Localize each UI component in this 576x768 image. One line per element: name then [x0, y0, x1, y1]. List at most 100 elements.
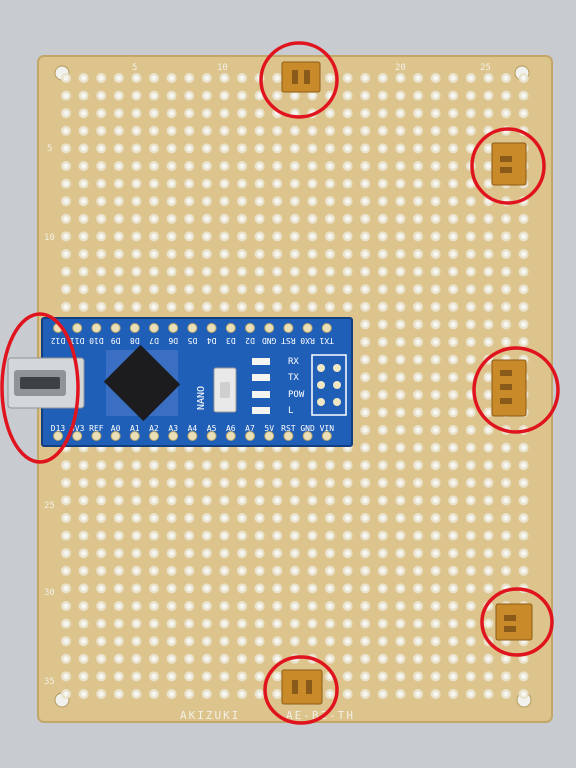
- perfboard-hole-center: [468, 269, 474, 275]
- perfboard-hole-center: [116, 550, 122, 556]
- perfboard-hole-center: [309, 286, 315, 292]
- perfboard-hole-center: [468, 286, 474, 292]
- perfboard-hole-center: [468, 585, 474, 592]
- perfboard-hole-center: [309, 638, 315, 644]
- perfboard-hole-center: [397, 269, 403, 275]
- perfboard-hole-center: [169, 198, 175, 204]
- perfboard-hole-center: [503, 462, 509, 468]
- perfboard-hole-center: [292, 269, 298, 275]
- perfboard-hole-center: [204, 75, 210, 81]
- perfboard-hole-center: [274, 198, 280, 204]
- perfboard-hole-center: [433, 233, 439, 239]
- perfboard-hole-center: [309, 533, 315, 539]
- bottom-pin-label: A3: [168, 424, 178, 433]
- perfboard-hole-center: [450, 480, 456, 486]
- perfboard-hole-center: [485, 233, 491, 239]
- perfboard-hole-center: [274, 656, 280, 662]
- perfboard-hole-center: [98, 603, 104, 609]
- perfboard-hole-center: [98, 128, 104, 134]
- perfboard-hole-center: [503, 550, 509, 556]
- perfboard-hole-center: [450, 497, 456, 503]
- led-l: [252, 407, 270, 414]
- perfboard-hole-center: [98, 462, 104, 468]
- perfboard-hole-center: [292, 93, 298, 99]
- perfboard-hole-center: [186, 286, 192, 292]
- perfboard-hole-center: [292, 251, 298, 257]
- perfboard-hole-center: [433, 638, 439, 644]
- perfboard-hole-center: [433, 445, 439, 451]
- perfboard-hole-center: [327, 128, 333, 134]
- perfboard-hole-center: [345, 216, 351, 222]
- perfboard-hole-center: [468, 656, 474, 662]
- pin-pad: [129, 431, 140, 441]
- perfboard-hole-center: [468, 339, 474, 345]
- perfboard-hole-center: [397, 568, 403, 574]
- perfboard-hole-center: [450, 445, 456, 451]
- perfboard-hole-center: [397, 638, 403, 644]
- bottom-pin-label: A1: [130, 424, 140, 433]
- top-pin-label: RX0: [300, 336, 315, 345]
- perfboard-hole-center: [362, 462, 368, 468]
- perfboard-hole-center: [239, 251, 245, 257]
- perfboard-hole-center: [415, 568, 421, 574]
- perfboard-hole-center: [133, 216, 139, 222]
- perfboard-hole-center: [468, 673, 474, 680]
- bottom-pin-label: RST: [281, 424, 296, 433]
- perfboard-hole-center: [133, 673, 139, 680]
- perfboard-hole-center: [415, 286, 421, 292]
- perfboard-hole-center: [450, 357, 456, 363]
- perfboard-hole-center: [397, 145, 403, 151]
- perfboard-hole-center: [98, 145, 104, 151]
- perfboard-hole-center: [239, 603, 245, 609]
- perfboard-hole-center: [433, 621, 439, 627]
- perfboard-hole-center: [186, 198, 192, 204]
- perfboard-hole-center: [186, 568, 192, 574]
- perfboard-hole-center: [98, 638, 104, 644]
- pin-pad: [302, 431, 313, 441]
- perfboard-hole-center: [292, 533, 298, 539]
- perfboard-hole-center: [450, 673, 456, 680]
- perfboard-hole-center: [292, 181, 298, 187]
- perfboard-hole-center: [521, 497, 527, 503]
- perfboard-hole-center: [468, 181, 474, 187]
- perfboard-hole-center: [345, 480, 351, 486]
- perfboard-hole-center: [345, 533, 351, 539]
- perfboard-hole-center: [239, 533, 245, 539]
- perfboard-hole-center: [81, 533, 87, 539]
- perfboard-hole-center: [415, 75, 421, 81]
- perfboard-hole-center: [362, 515, 368, 521]
- perfboard-hole-center: [362, 75, 368, 81]
- perfboard-hole-center: [169, 603, 175, 609]
- perfboard-hole-center: [380, 145, 386, 151]
- perfboard-hole-center: [133, 585, 139, 592]
- perfboard-hole-center: [521, 286, 527, 292]
- perfboard-hole-center: [309, 93, 315, 99]
- perfboard-hole-center: [239, 621, 245, 627]
- perfboard-hole-center: [433, 269, 439, 275]
- reset-button: [213, 367, 237, 413]
- perfboard-hole-center: [63, 198, 69, 204]
- perfboard-hole-center: [257, 110, 263, 116]
- perfboard-hole-center: [433, 216, 439, 222]
- perfboard-hole-center: [362, 585, 368, 592]
- perfboard-hole-center: [116, 198, 122, 204]
- perfboard-hole-center: [169, 304, 175, 310]
- perfboard-hole-center: [186, 269, 192, 275]
- perfboard-hole-center: [485, 321, 491, 327]
- perfboard-hole-center: [468, 462, 474, 468]
- perfboard-hole-center: [239, 691, 245, 697]
- perfboard-hole-center: [362, 445, 368, 451]
- perfboard-hole-center: [433, 128, 439, 134]
- perfboard-hole-center: [239, 304, 245, 310]
- perfboard-hole-center: [521, 515, 527, 521]
- perfboard-hole-center: [380, 656, 386, 662]
- perfboard-hole-center: [362, 110, 368, 116]
- perfboard-hole-center: [239, 110, 245, 116]
- perfboard-hole-center: [362, 357, 368, 363]
- perfboard-hole-center: [345, 550, 351, 556]
- perfboard-hole-center: [450, 533, 456, 539]
- connector-right-1: [491, 142, 527, 186]
- pin-pad: [72, 323, 83, 333]
- perfboard-hole-center: [450, 321, 456, 327]
- perfboard-hole-center: [468, 93, 474, 99]
